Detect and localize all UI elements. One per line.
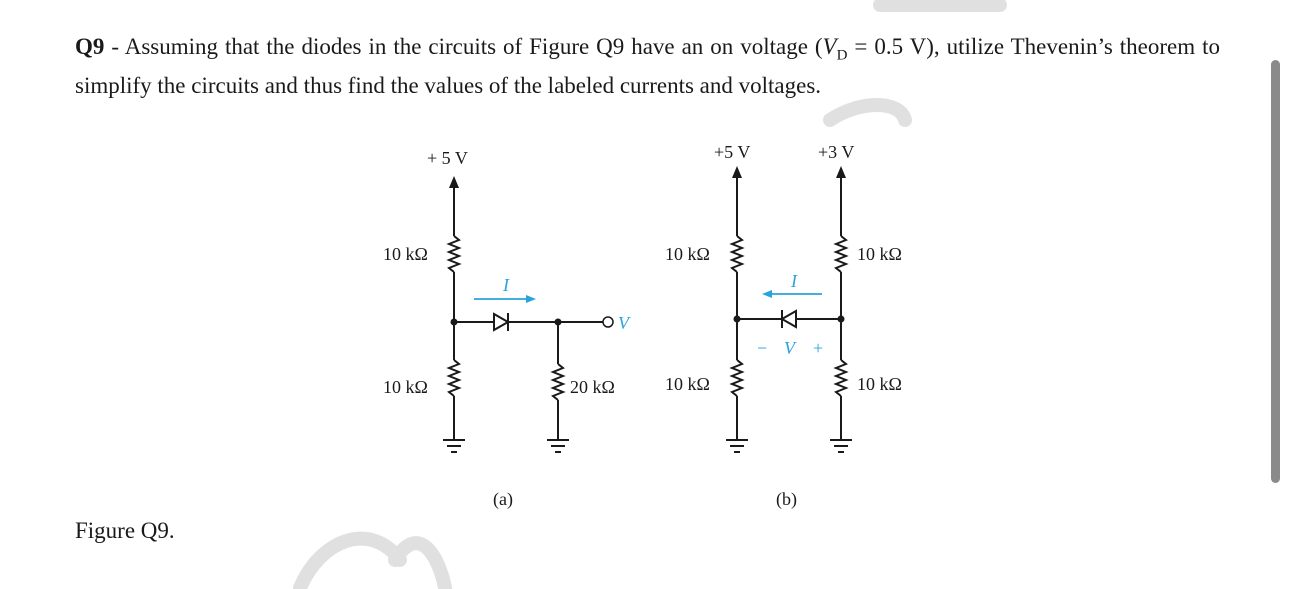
ground-a-right	[547, 439, 569, 453]
resistor-b-top-right	[833, 235, 849, 273]
current-arrow-b	[762, 290, 822, 298]
question-number: Q9	[75, 34, 105, 59]
vertical-scrollbar[interactable]	[1271, 60, 1280, 483]
supply-label-b-right: +3 V	[818, 142, 854, 162]
supply-label-b-left: +5 V	[714, 142, 750, 162]
vd-symbol: V	[822, 34, 837, 59]
r-bottom-right-label-b: 10 kΩ	[857, 374, 902, 394]
r-load-label-a: 20 kΩ	[570, 377, 615, 397]
watermark	[293, 0, 1007, 589]
r-top-label-a: 10 kΩ	[383, 244, 428, 264]
r-top-right-label-b: 10 kΩ	[857, 244, 902, 264]
resistor-b-bottom-right	[833, 359, 849, 397]
resistor-b-bottom-left	[729, 359, 745, 397]
vd-subscript: D	[836, 47, 848, 64]
current-label-b: I	[790, 271, 798, 291]
diode-b	[779, 309, 797, 329]
resistor-a-top	[446, 235, 462, 273]
circuit-a: + 5 V 10 kΩ 10 kΩ 20 kΩ I V (a)	[383, 148, 631, 510]
question-text: Q9 - Assuming that the diodes in the cir…	[75, 32, 1220, 101]
question-part2: = 0.5 V), utilize Thevenin’s theorem to …	[75, 34, 1220, 98]
ground-b-right	[830, 439, 852, 453]
output-terminal-a	[602, 316, 614, 328]
circuit-a-label: (a)	[493, 489, 513, 510]
ground-b-left	[726, 439, 748, 453]
resistor-a-bottom	[446, 359, 462, 397]
supply-label-a: + 5 V	[427, 148, 468, 168]
question-separator: -	[104, 34, 125, 59]
circuit-b: +5 V +3 V 10 kΩ 10 kΩ 10 kΩ 10 kΩ I − V …	[665, 142, 902, 510]
supply-arrow-a	[449, 176, 459, 188]
figure-caption: Figure Q9.	[75, 518, 175, 543]
resistor-a-load	[550, 363, 566, 401]
output-label-a: V	[618, 313, 631, 333]
diode-a	[493, 312, 511, 332]
current-label-a: I	[502, 275, 510, 295]
supply-arrow-b-right	[836, 166, 846, 178]
v-minus-b: −	[757, 338, 767, 358]
current-arrow-a	[474, 295, 536, 303]
r-bottom-label-a: 10 kΩ	[383, 377, 428, 397]
supply-arrow-b-left	[732, 166, 742, 178]
question-part1: Assuming that the diodes in the circuits…	[124, 34, 823, 59]
r-bottom-left-label-b: 10 kΩ	[665, 374, 710, 394]
v-plus-b: +	[813, 338, 823, 358]
r-top-left-label-b: 10 kΩ	[665, 244, 710, 264]
v-label-b: V	[784, 338, 797, 358]
ground-a-left	[443, 439, 465, 453]
circuit-b-label: (b)	[776, 489, 797, 510]
resistor-b-top-left	[729, 235, 745, 273]
